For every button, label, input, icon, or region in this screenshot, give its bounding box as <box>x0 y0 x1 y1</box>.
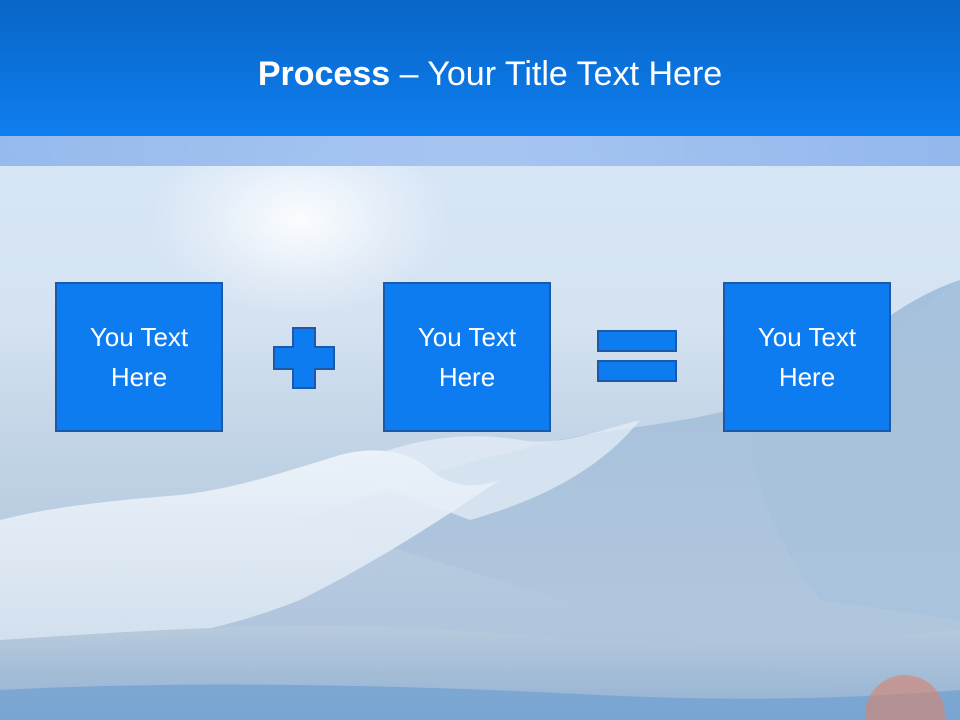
process-box-2: You Text Here <box>383 282 551 432</box>
process-box-1: You Text Here <box>55 282 223 432</box>
title-bold: Process <box>257 55 391 93</box>
process-box-3: You Text Here <box>723 282 891 432</box>
process-box-3-text: You Text Here <box>757 322 857 392</box>
title-rest: Your Title Text Here <box>427 55 723 93</box>
process-box-2-text: You Text Here <box>417 322 517 392</box>
plus-icon <box>273 327 335 389</box>
header-accent-band <box>0 136 960 166</box>
equals-icon <box>597 330 677 382</box>
process-box-1-text: You Text Here <box>89 322 189 392</box>
header-bar <box>0 0 960 136</box>
title-separator: – <box>390 55 428 93</box>
slide-title: Process – Your Title Text Here <box>0 52 960 96</box>
